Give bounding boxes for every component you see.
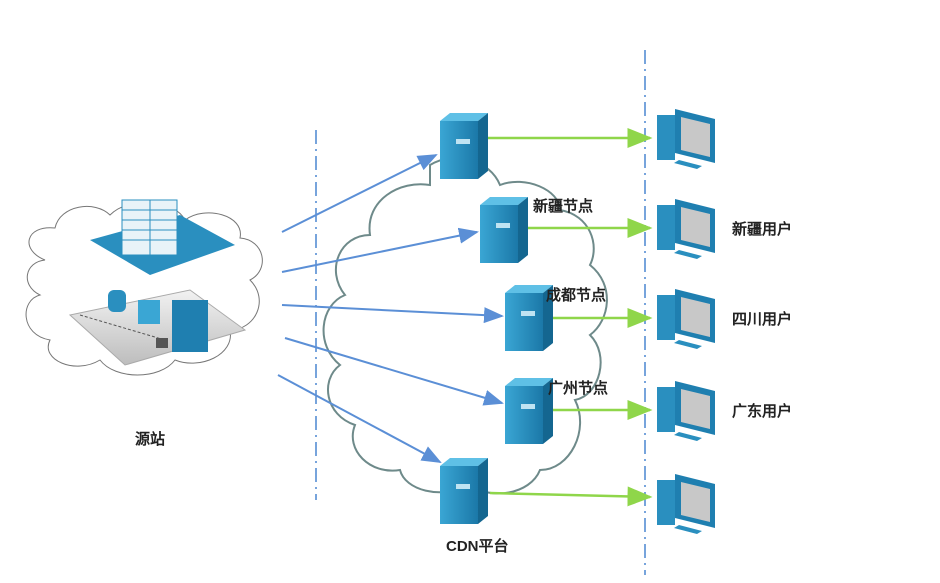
node-label-guangzhou: 广州节点: [548, 379, 609, 397]
origin-arrow-5: [277, 374, 442, 463]
server-icon: [505, 378, 553, 444]
user-label-sichuan: 四川用户: [732, 310, 793, 328]
server-icon: [440, 458, 488, 524]
user-label-guangdong: 广东用户: [732, 402, 793, 420]
origin-arrow-1: [281, 154, 438, 233]
user-computer-icon: [657, 199, 715, 259]
node-label-chengdu: 成都节点: [546, 286, 607, 304]
user-computer-icon: [657, 109, 715, 169]
node-label-xinjiang: 新疆节点: [533, 197, 594, 215]
user-arrow-5: [489, 486, 653, 507]
server-icon: [480, 197, 528, 263]
origin-label: 源站: [135, 430, 166, 448]
user-computer-icon: [657, 289, 715, 349]
server-icon: [505, 285, 553, 351]
origin-arrow-4: [284, 337, 504, 406]
tower-server-icon: [172, 300, 208, 352]
user-computer-icon: [657, 474, 715, 534]
storage-icon: [138, 300, 160, 324]
user-computer-icon: [657, 381, 715, 441]
server-icon: [440, 113, 488, 179]
user-label-xinjiang: 新疆用户: [732, 220, 793, 238]
database-icon: [108, 290, 126, 312]
origin-arrow-2: [281, 227, 479, 273]
origin-arrow-3: [281, 304, 504, 324]
cdn-platform-label: CDN平台: [446, 538, 509, 555]
small-monitor-icon: [156, 338, 168, 348]
